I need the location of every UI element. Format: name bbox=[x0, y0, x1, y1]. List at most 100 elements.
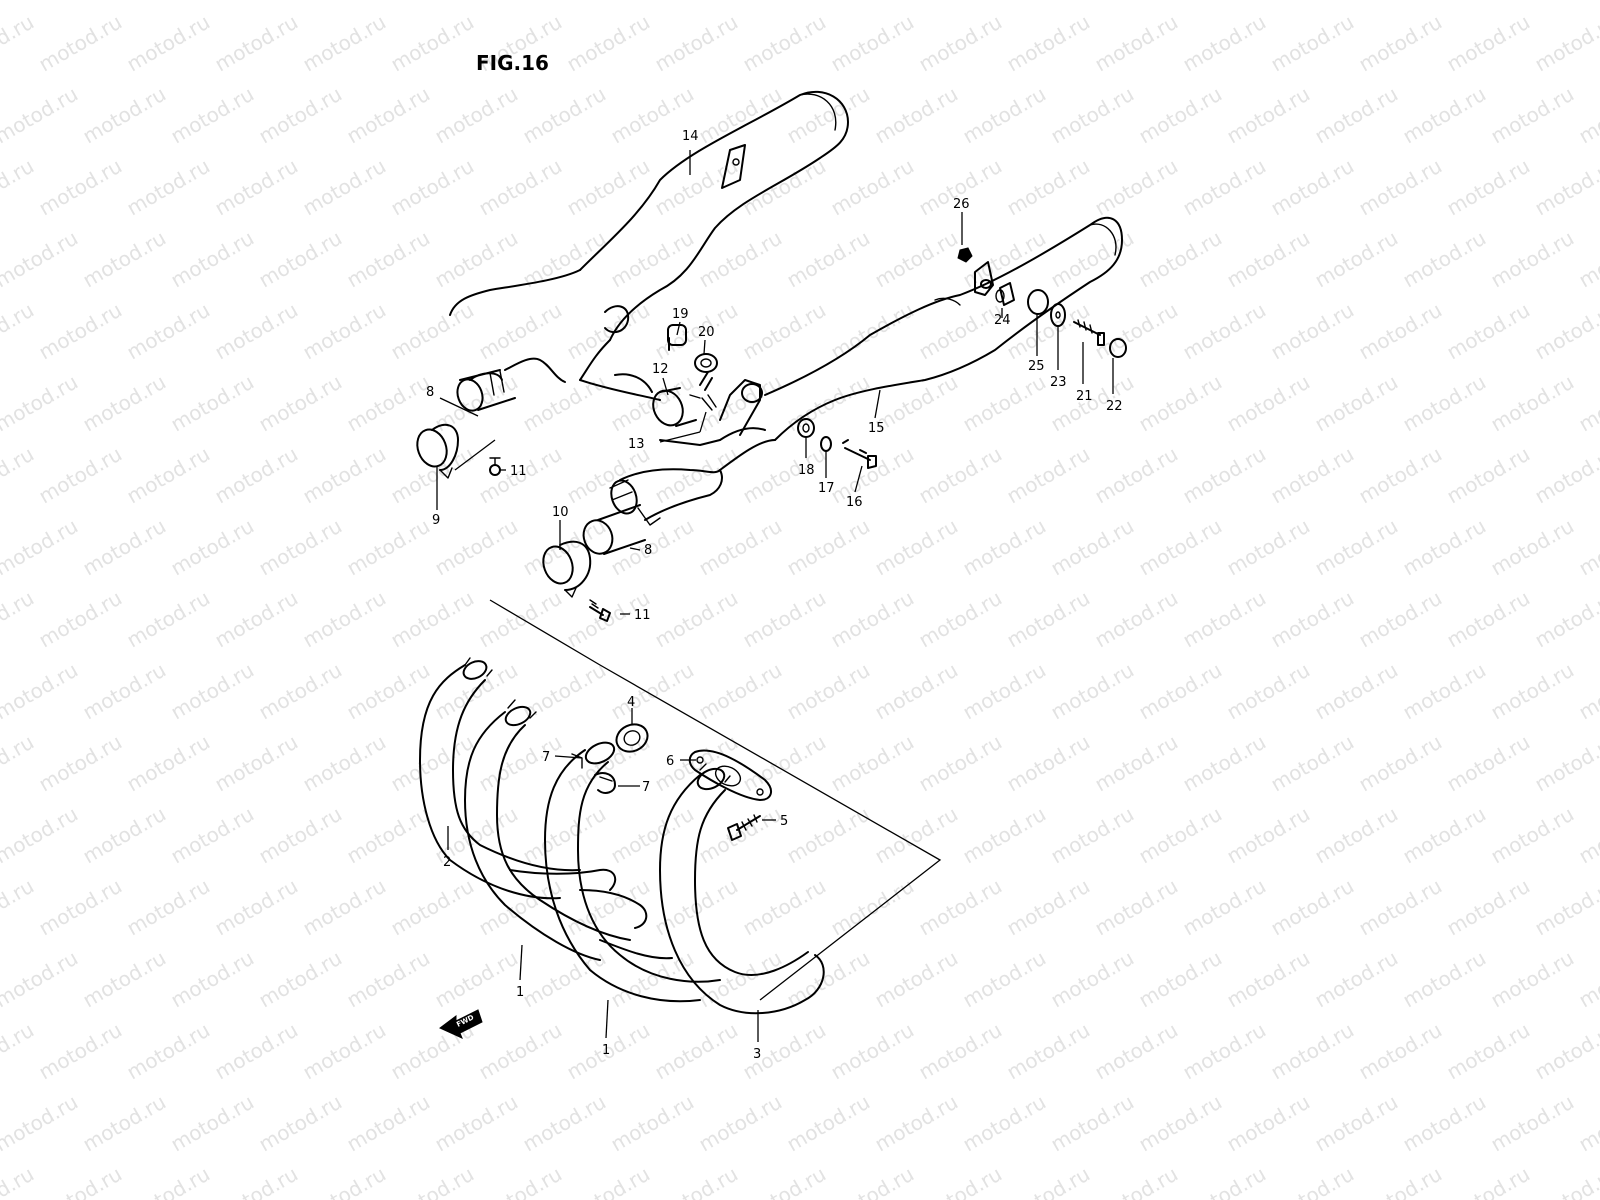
watermark-text: motod.ru bbox=[1575, 82, 1600, 149]
watermark-text: motod.ru bbox=[167, 514, 258, 581]
watermark-text: motod.ru bbox=[431, 514, 522, 581]
watermark-text: motod.ru bbox=[915, 298, 1006, 365]
watermark-text: motod.ru bbox=[0, 442, 38, 509]
watermark-text: motod.ru bbox=[1443, 586, 1534, 653]
joint-pipe-lower bbox=[542, 468, 723, 598]
watermark-text: motod.ru bbox=[519, 946, 610, 1013]
watermark-text: motod.ru bbox=[1531, 874, 1600, 941]
watermark-text: motod.ru bbox=[739, 1162, 830, 1200]
watermark-text: motod.ru bbox=[1223, 802, 1314, 869]
watermark-text: motod.ru bbox=[1443, 442, 1534, 509]
watermark-text: motod.ru bbox=[1135, 1090, 1226, 1157]
watermark-text: motod.ru bbox=[255, 370, 346, 437]
watermark-text: motod.ru bbox=[607, 370, 698, 437]
watermark-text: motod.ru bbox=[1003, 874, 1094, 941]
watermark-text: motod.ru bbox=[167, 0, 258, 4]
watermark-text: motod.ru bbox=[519, 370, 610, 437]
watermark-text: motod.ru bbox=[1311, 658, 1402, 725]
joint-pipe-upper bbox=[416, 369, 516, 479]
watermark-text: motod.ru bbox=[0, 154, 38, 221]
watermark-text: motod.ru bbox=[563, 154, 654, 221]
watermark-text: motod.ru bbox=[1311, 1090, 1402, 1157]
watermark-text: motod.ru bbox=[827, 730, 918, 797]
callout-19: 19 bbox=[672, 307, 689, 322]
watermark-text: motod.ru bbox=[651, 154, 742, 221]
watermark-text: motod.ru bbox=[123, 586, 214, 653]
watermark-text: motod.ru bbox=[1311, 946, 1402, 1013]
watermark-text: motod.ru bbox=[1399, 226, 1490, 293]
header-pipe-3 bbox=[659, 763, 825, 1015]
watermark-text: motod.ru bbox=[871, 82, 962, 149]
watermark-text: motod.ru bbox=[387, 730, 478, 797]
watermark-text: motod.ru bbox=[79, 658, 170, 725]
header-pipe-1b bbox=[544, 741, 721, 1003]
watermark-text: motod.ru bbox=[475, 730, 566, 797]
watermark-text: motod.ru bbox=[299, 874, 390, 941]
callout-1b: 1 bbox=[602, 1043, 610, 1058]
callout-26: 26 bbox=[953, 197, 970, 212]
watermark-text: motod.ru bbox=[211, 1018, 302, 1085]
watermark-text: motod.ru bbox=[255, 1090, 346, 1157]
watermark-text: motod.ru bbox=[1047, 802, 1138, 869]
callout-25: 25 bbox=[1028, 359, 1045, 374]
watermark-text: motod.ru bbox=[211, 442, 302, 509]
watermark-text: motod.ru bbox=[1135, 802, 1226, 869]
watermark-text: motod.ru bbox=[959, 82, 1050, 149]
watermark-text: motod.ru bbox=[343, 658, 434, 725]
watermark-text: motod.ru bbox=[1223, 946, 1314, 1013]
watermark-text: motod.ru bbox=[387, 442, 478, 509]
watermark-text: motod.ru bbox=[1135, 370, 1226, 437]
watermark-text: motod.ru bbox=[695, 82, 786, 149]
watermark-text: motod.ru bbox=[1443, 154, 1534, 221]
watermark-text: motod.ru bbox=[651, 298, 742, 365]
watermark-text: motod.ru bbox=[1399, 370, 1490, 437]
watermark-text: motod.ru bbox=[1223, 82, 1314, 149]
watermark-text: motod.ru bbox=[1311, 370, 1402, 437]
watermark-text: motod.ru bbox=[1091, 10, 1182, 77]
watermark-text: motod.ru bbox=[1091, 298, 1182, 365]
callout-24: 24 bbox=[994, 313, 1011, 328]
callout-22: 22 bbox=[1106, 399, 1123, 414]
watermark-text: motod.ru bbox=[1091, 1018, 1182, 1085]
watermark-text: motod.ru bbox=[607, 1090, 698, 1157]
watermark-text: motod.ru bbox=[1531, 154, 1600, 221]
watermark-text: motod.ru bbox=[0, 10, 38, 77]
watermark-text: motod.ru bbox=[1047, 0, 1138, 4]
watermark-text: motod.ru bbox=[871, 1090, 962, 1157]
callout-1a: 1 bbox=[516, 985, 524, 1000]
watermark-text: motod.ru bbox=[1003, 298, 1094, 365]
watermark-text: motod.ru bbox=[783, 946, 874, 1013]
watermark-text: motod.ru bbox=[343, 0, 434, 4]
watermark-text: motod.ru bbox=[387, 586, 478, 653]
watermark-text: motod.ru bbox=[1311, 0, 1402, 4]
watermark-text: motod.ru bbox=[299, 586, 390, 653]
watermark-text: motod.ru bbox=[827, 1162, 918, 1200]
callout-3: 3 bbox=[753, 1047, 761, 1062]
watermark-text: motod.ru bbox=[871, 0, 962, 4]
watermark-text: motod.ru bbox=[1047, 226, 1138, 293]
watermark-text: motod.ru bbox=[1135, 946, 1226, 1013]
watermark-text: motod.ru bbox=[1399, 514, 1490, 581]
watermark-text: motod.ru bbox=[1487, 370, 1578, 437]
watermark-text: motod.ru bbox=[1311, 226, 1402, 293]
watermark-text: motod.ru bbox=[739, 586, 830, 653]
watermark-text: motod.ru bbox=[299, 154, 390, 221]
watermark-text: motod.ru bbox=[1443, 730, 1534, 797]
watermark-text: motod.ru bbox=[959, 226, 1050, 293]
watermark-text: motod.ru bbox=[1267, 586, 1358, 653]
watermark-text: motod.ru bbox=[695, 370, 786, 437]
watermark-text: motod.ru bbox=[739, 298, 830, 365]
watermark-text: motod.ru bbox=[1443, 1162, 1534, 1200]
watermark-text: motod.ru bbox=[1311, 82, 1402, 149]
watermark-text: motod.ru bbox=[123, 1018, 214, 1085]
watermark-text: motod.ru bbox=[35, 586, 126, 653]
watermark-text: motod.ru bbox=[739, 442, 830, 509]
watermark-text: motod.ru bbox=[299, 442, 390, 509]
watermark-text: motod.ru bbox=[1311, 802, 1402, 869]
callout-16: 16 bbox=[846, 495, 863, 510]
watermark-text: motod.ru bbox=[827, 154, 918, 221]
watermark-text: motod.ru bbox=[299, 298, 390, 365]
callout-18: 18 bbox=[798, 463, 815, 478]
watermark-text: motod.ru bbox=[1179, 298, 1270, 365]
watermark-text: motod.ru bbox=[1267, 1018, 1358, 1085]
